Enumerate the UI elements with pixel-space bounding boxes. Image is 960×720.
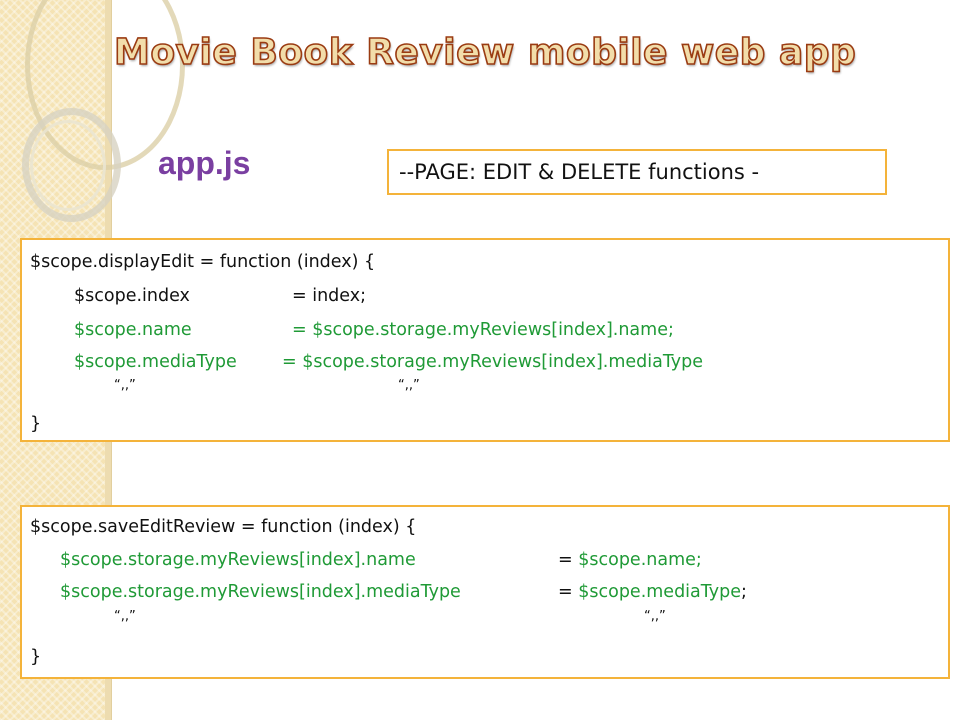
code-line-rhs: = $scope.mediaType;: [558, 582, 747, 602]
code-block-display-edit: $scope.displayEdit = function (index) { …: [20, 238, 950, 442]
code-placeholder-quotes: “,,”: [398, 378, 420, 393]
code-line: $scope.saveEditReview = function (index)…: [30, 517, 417, 537]
code-line-rhs: = $scope.name;: [558, 550, 702, 570]
code-placeholder-quotes: “,,”: [114, 609, 136, 624]
slide-title: Movie Book Review mobile web app: [113, 31, 857, 74]
code-line: $scope.displayEdit = function (index) {: [30, 252, 376, 272]
code-placeholder-quotes: “,,”: [644, 609, 666, 624]
code-placeholder-quotes: “,,”: [114, 378, 136, 393]
code-line: }: [30, 647, 42, 667]
code-line-lhs: $scope.name: [74, 320, 192, 340]
code-line-lhs: $scope.mediaType: [74, 352, 237, 372]
code-block-save-edit-review: $scope.saveEditReview = function (index)…: [20, 505, 950, 679]
code-line-rhs: = index;: [292, 286, 366, 306]
page-label-box: --PAGE: EDIT & DELETE functions -: [387, 149, 887, 195]
decorative-ring: [22, 108, 121, 222]
code-line-lhs: $scope.index: [74, 286, 190, 306]
decorative-ring: [30, 120, 106, 211]
code-line-rhs: = $scope.storage.myReviews[index].mediaT…: [282, 352, 704, 372]
code-line-lhs: $scope.storage.myReviews[index].name: [60, 550, 416, 570]
code-line-rhs: = $scope.storage.myReviews[index].name;: [292, 320, 674, 340]
code-line-lhs: $scope.storage.myReviews[index].mediaTyp…: [60, 582, 461, 602]
code-line: }: [30, 414, 42, 434]
file-label: app.js: [158, 145, 251, 181]
